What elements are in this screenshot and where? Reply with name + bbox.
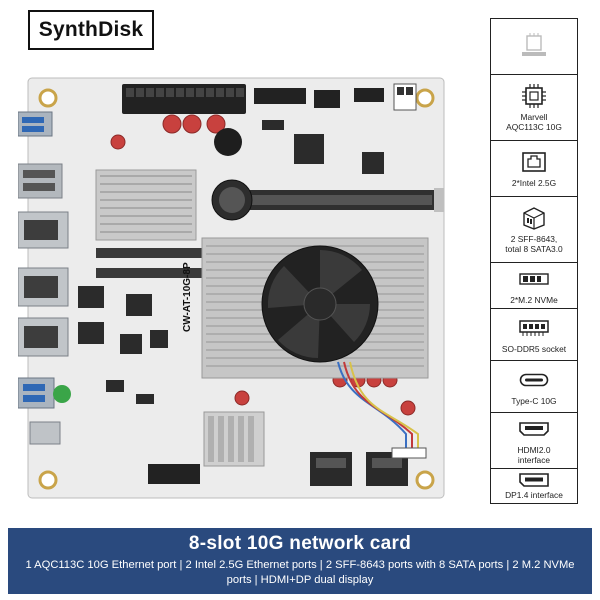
- spec-item-memory: SO-DDR5 socket: [491, 309, 577, 361]
- banner-title: 8-slot 10G network card: [188, 533, 412, 554]
- spec-item-chip: [491, 19, 577, 75]
- usb-c-icon: [517, 367, 551, 393]
- sff-8643-connector-icon: [517, 205, 551, 231]
- spec-panel: Marvell AQC113C 10G 2*Intel 2.5G 2 SFF-8…: [490, 18, 578, 504]
- spec-item-nvme: 2*M.2 NVMe: [491, 263, 577, 309]
- spec-label: 2 SFF-8643, total 8 SATA3.0: [505, 234, 563, 254]
- spec-label: Marvell AQC113C 10G: [506, 112, 562, 132]
- spec-item-sff-8643: 2 SFF-8643, total 8 SATA3.0: [491, 197, 577, 263]
- feature-banner: 8-slot 10G network card 1 AQC113C 10G Et…: [8, 528, 592, 594]
- spec-label: DP1.4 interface: [505, 490, 563, 500]
- network-chip-icon: [517, 83, 551, 109]
- spec-label: SO-DDR5 socket: [501, 344, 567, 354]
- spec-label: Type-C 10G: [511, 396, 557, 406]
- hdmi-icon: [517, 416, 551, 442]
- spec-item-hdmi: HDMI2.0 interface: [491, 413, 577, 469]
- spec-item-dp: DP1.4 interface: [491, 469, 577, 503]
- spec-label: 2*M.2 NVMe: [510, 295, 558, 305]
- banner-description: 1 AQC113C 10G Ethernet port | 2 Intel 2.…: [25, 559, 575, 586]
- board-silkscreen: CW-AT-10G-8P: [182, 262, 193, 332]
- brand-name: SynthDisk: [38, 18, 144, 41]
- spec-label: HDMI2.0 interface: [517, 445, 551, 465]
- spec-label: 2*Intel 2.5G: [511, 178, 557, 188]
- spec-item-type-c: Type-C 10G: [491, 361, 577, 413]
- brand-logo: SynthDisk: [28, 10, 154, 50]
- chip-icon: [517, 32, 551, 58]
- ethernet-port-icon: [517, 149, 551, 175]
- spec-item-10g-chip: Marvell AQC113C 10G: [491, 75, 577, 141]
- displayport-icon: [517, 472, 551, 488]
- spec-item-2-5g: 2*Intel 2.5G: [491, 141, 577, 197]
- memory-icon: [517, 315, 551, 341]
- motherboard-image: CW-AT-10G-8P: [18, 72, 454, 504]
- nvme-icon: [517, 266, 551, 292]
